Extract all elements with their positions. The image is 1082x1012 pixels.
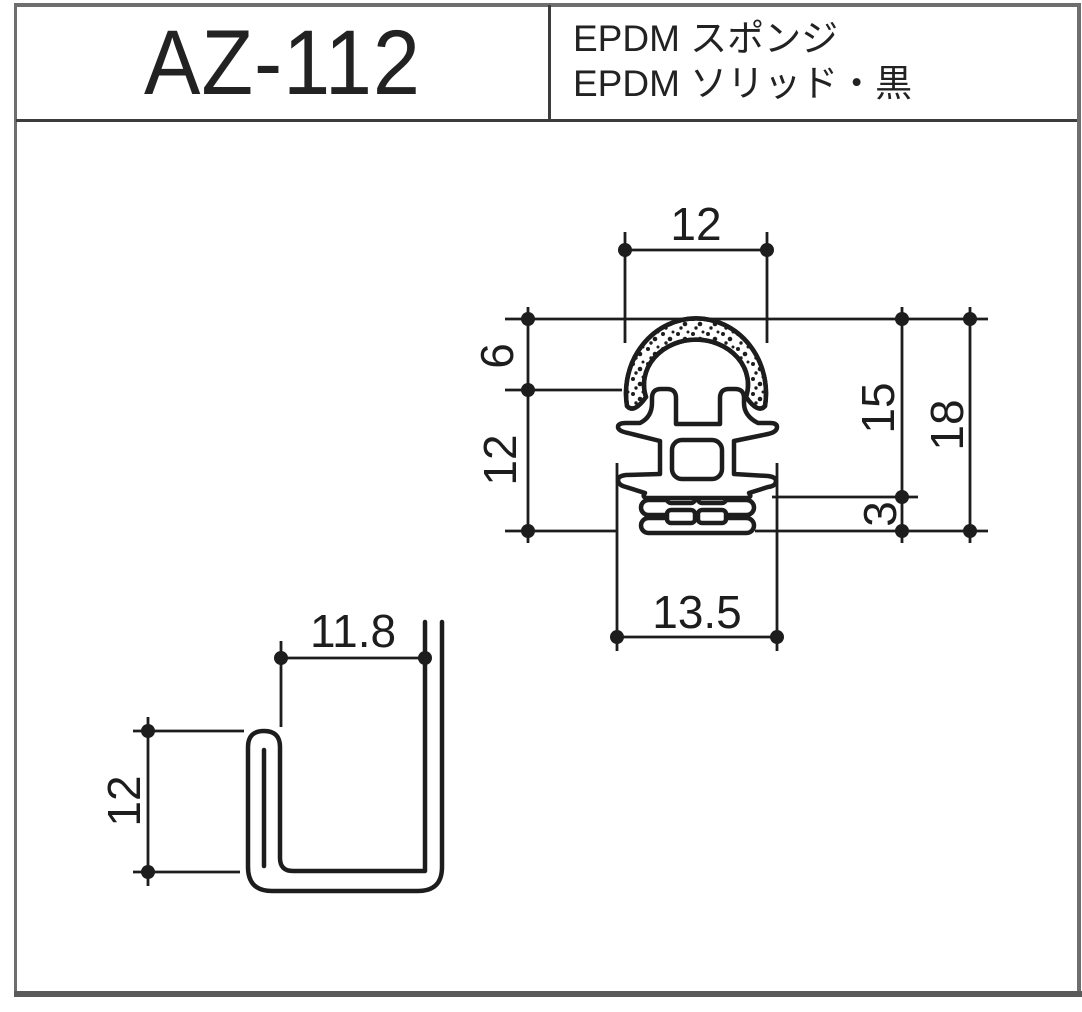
frame-top-border	[14, 3, 1081, 7]
dim-height-to-wing: 15	[852, 382, 904, 433]
dim-bottom-width: 13.5	[652, 586, 742, 638]
center-hole	[669, 437, 725, 482]
rib-tab	[695, 507, 729, 526]
page-title: AZ-112	[144, 11, 421, 114]
material-line-2: EPDM ソリッド・黒	[573, 63, 913, 104]
frame-left-border	[14, 3, 17, 997]
seal-profile-dimension-dots	[521, 243, 977, 644]
channel-dimension-labels: 11.8 12	[98, 605, 396, 827]
title-cell: AZ-112	[17, 7, 548, 119]
dim-body-height: 12	[474, 434, 526, 485]
frame-right-border	[1077, 3, 1081, 997]
header-divider	[548, 5, 551, 120]
channel-outline	[245, 619, 445, 894]
dim-total-height: 18	[921, 399, 973, 450]
dim-sponge-height: 6	[471, 343, 523, 369]
seal-profile-drawing	[615, 316, 780, 536]
sponge-dome-stipple	[623, 316, 769, 411]
header-rule	[16, 119, 1077, 122]
dim-rib-height: 3	[854, 501, 906, 527]
dim-channel-leg-height: 12	[98, 775, 150, 826]
seal-profile-dimension-labels: 12 6 12 15 3 18 13.5	[471, 198, 973, 638]
material-cell: EPDM スポンジ EPDM ソリッド・黒	[573, 16, 1073, 120]
dim-top-width: 12	[670, 198, 721, 250]
material-line-1: EPDM スポンジ	[573, 18, 839, 59]
seal-profile-dimensions	[505, 232, 988, 651]
channel-drawing	[245, 619, 445, 894]
rib-tab	[664, 507, 698, 526]
dim-channel-inner-width: 11.8	[310, 605, 396, 657]
channel-dimension-dots	[141, 651, 432, 879]
frame-bottom-bar	[14, 991, 1082, 997]
